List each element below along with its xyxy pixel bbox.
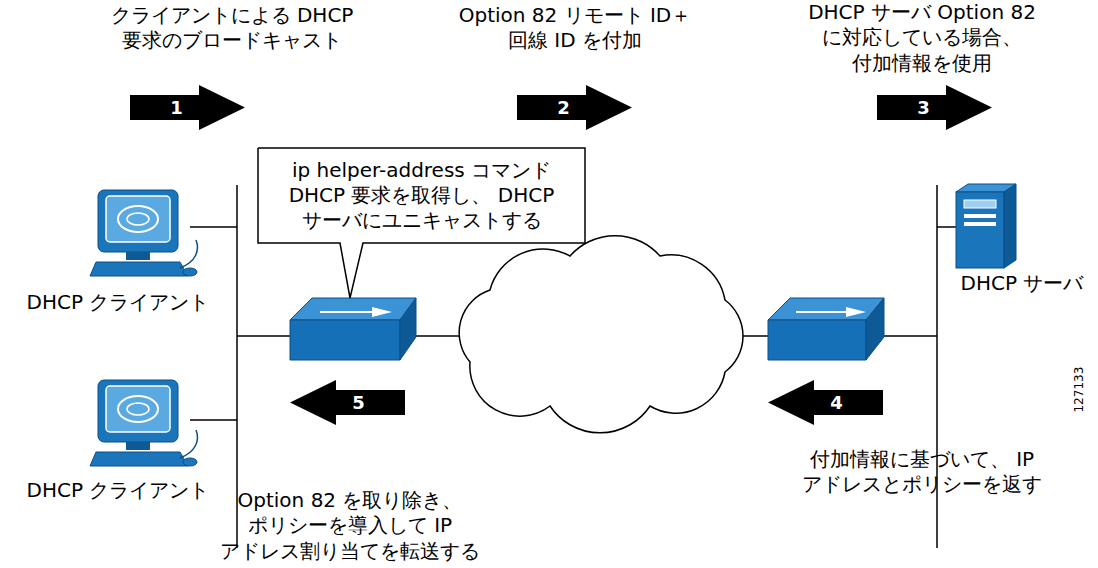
callout-number: 3 xyxy=(917,99,930,117)
client-wire xyxy=(190,226,237,228)
arrow-shape xyxy=(130,85,245,130)
callout-number: 5 xyxy=(352,394,365,412)
arrow-shape xyxy=(877,85,992,130)
switch-wire xyxy=(237,335,290,337)
step-description: Option 82 リモート ID＋回線 ID を付加 xyxy=(440,3,710,54)
arrow-body xyxy=(517,85,632,130)
callout-number: 2 xyxy=(557,99,570,117)
arrow-body xyxy=(130,85,245,130)
step-arrow: 2 xyxy=(517,85,632,130)
switch-icon xyxy=(290,298,416,360)
arrow-shape xyxy=(290,380,405,425)
arrow-shape xyxy=(768,380,883,425)
figure-number: 127133 xyxy=(1072,367,1087,413)
callout-outline-path xyxy=(258,148,585,298)
network-cloud xyxy=(459,236,743,433)
arrow-body xyxy=(768,380,883,425)
device-label: DHCP クライアント xyxy=(27,478,210,503)
pc-icon xyxy=(90,380,197,466)
device-label: DHCP クライアント xyxy=(27,290,210,315)
switch-wire xyxy=(878,335,937,337)
switch-icon xyxy=(768,298,884,360)
callout-number: 4 xyxy=(830,394,843,412)
step-arrow: 4 xyxy=(768,380,883,425)
step-description: DHCP サーバ Option 82 に対応している場合、 付加情報を使用 xyxy=(762,0,1082,76)
arrow-body xyxy=(290,380,405,425)
lan-bus xyxy=(236,185,238,548)
step-arrow: 5 xyxy=(290,380,405,425)
step-description: 付加情報に基づいて、 IP アドレスとポリシーを返す xyxy=(772,447,1072,498)
callout-box: ip helper-address コマンド DHCP 要求を取得し、 DHCP… xyxy=(258,148,585,243)
step-arrow: 1 xyxy=(130,85,245,130)
pc-icon xyxy=(90,190,197,276)
arrow-body xyxy=(877,85,992,130)
arrow-shape xyxy=(517,85,632,130)
server-wire xyxy=(937,226,956,228)
callout-number: 1 xyxy=(170,99,183,117)
client-wire xyxy=(190,419,237,421)
step-arrow: 3 xyxy=(877,85,992,130)
step-description: クライアントによる DHCP 要求のブロードキャスト xyxy=(67,3,397,54)
server-icon xyxy=(956,184,1016,268)
device-label: DHCP サーバ xyxy=(961,271,1084,296)
callout-text: ip helper-address コマンド DHCP 要求を取得し、 DHCP… xyxy=(270,158,573,233)
step-description: Option 82 を取り除き、 ポリシーを導入して IP アドレス割り当てを転… xyxy=(205,488,495,564)
